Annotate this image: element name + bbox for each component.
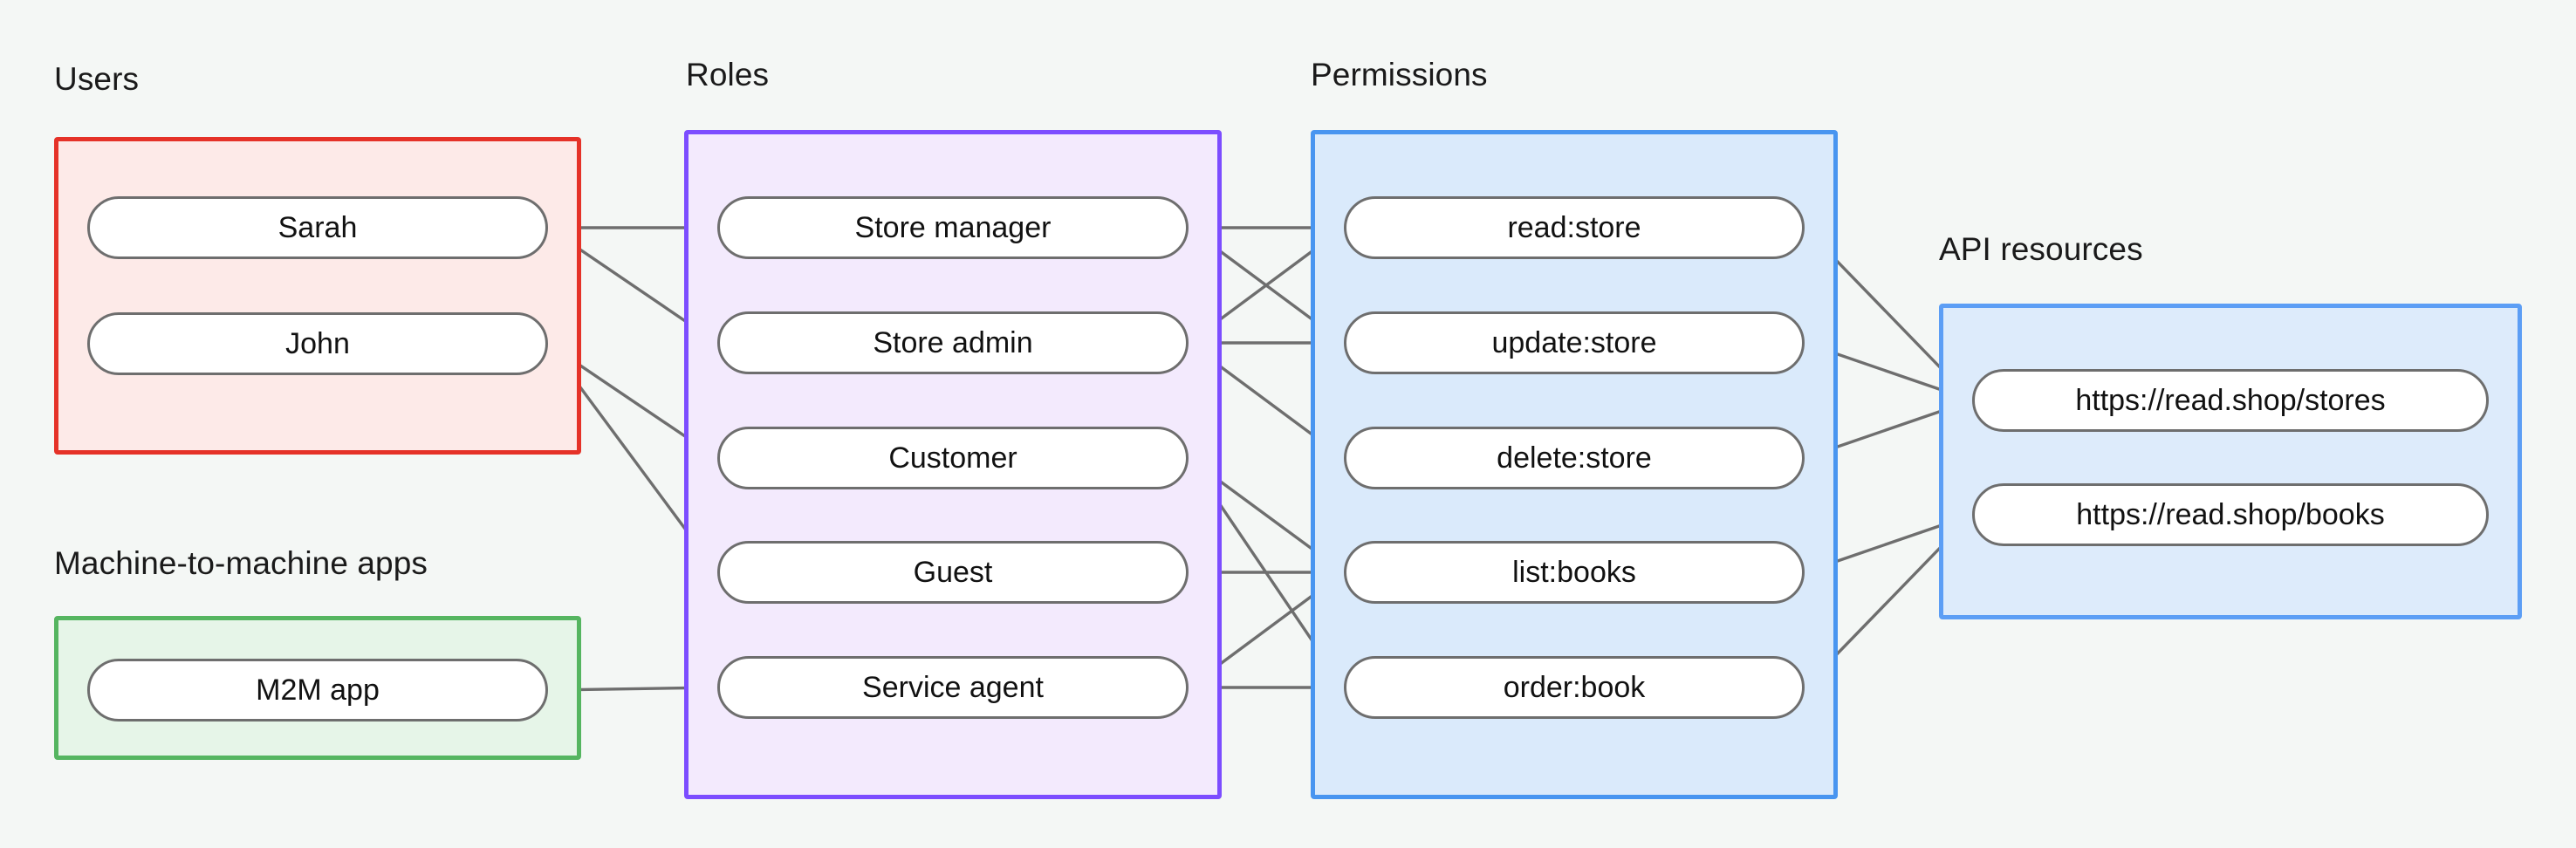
node-api-stores[interactable]: https://read.shop/stores (1972, 369, 2489, 432)
node-customer[interactable]: Customer (717, 427, 1189, 489)
node-john[interactable]: John (87, 312, 548, 375)
node-store-manager[interactable]: Store manager (717, 196, 1189, 259)
group-label-roles: Roles (686, 57, 770, 92)
group-label-api-resources: API resources (1939, 231, 2143, 267)
node-guest[interactable]: Guest (717, 541, 1189, 604)
node-delete-store[interactable]: delete:store (1344, 427, 1805, 489)
node-m2m-app[interactable]: M2M app (87, 659, 548, 721)
node-update-store[interactable]: update:store (1344, 311, 1805, 374)
node-order-book[interactable]: order:book (1344, 656, 1805, 719)
node-api-books[interactable]: https://read.shop/books (1972, 483, 2489, 546)
group-box-users (54, 137, 581, 455)
group-label-m2m: Machine-to-machine apps (54, 545, 428, 581)
node-store-admin[interactable]: Store admin (717, 311, 1189, 374)
node-read-store[interactable]: read:store (1344, 196, 1805, 259)
group-label-users: Users (54, 61, 140, 97)
node-service-agent[interactable]: Service agent (717, 656, 1189, 719)
group-label-permissions: Permissions (1311, 57, 1488, 92)
node-list-books[interactable]: list:books (1344, 541, 1805, 604)
group-box-api-resources (1939, 304, 2522, 619)
node-sarah[interactable]: Sarah (87, 196, 548, 259)
